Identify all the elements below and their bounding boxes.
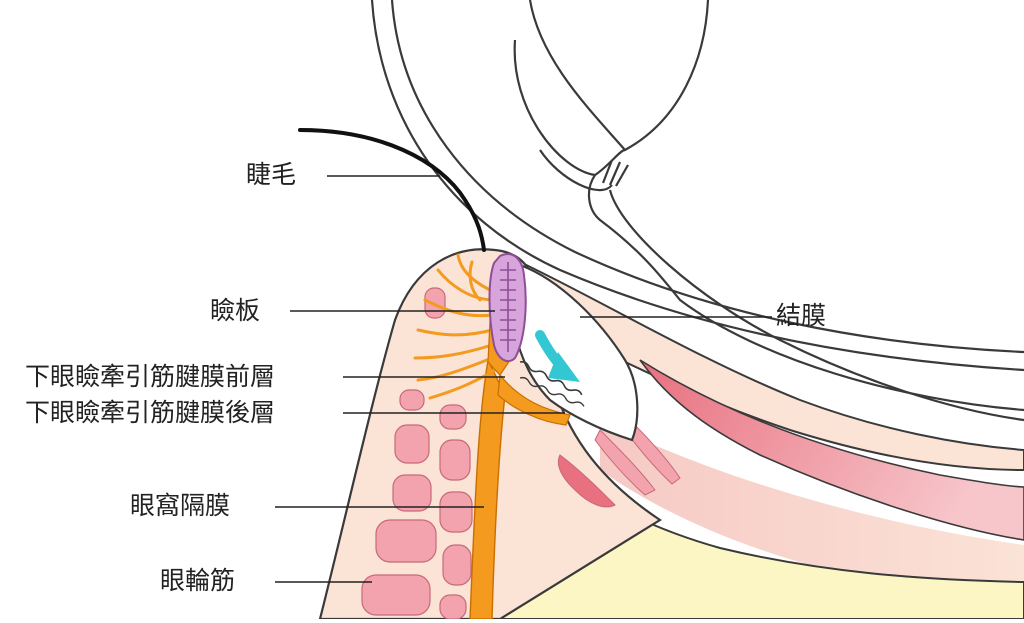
- muller-muscle-streaks: [557, 419, 681, 508]
- label-conjunctiva: 結膜: [776, 301, 827, 330]
- conjunctiva-wavy-line: [519, 361, 583, 396]
- label-orbital-septum: 眼窩隔膜: [130, 491, 231, 520]
- leader-lines: [275, 175, 772, 583]
- teal-down-right-arrow-icon: [535, 330, 580, 382]
- label-retractor-anterior: 下眼瞼牽引筋腱膜前層: [25, 362, 276, 391]
- meibomian-gland: [500, 262, 516, 352]
- retractor-anterior-fibers: [413, 253, 497, 400]
- label-eyelashes: 睫毛: [246, 160, 297, 189]
- globe-and-upper-lid: [370, 0, 1024, 422]
- label-orbicularis-oculi: 眼輪筋: [160, 566, 236, 595]
- inferior-fornix-red-band: [639, 359, 1024, 541]
- lower-globe-band: [600, 420, 1024, 600]
- conjunctiva-wavy-line-2: [519, 376, 585, 407]
- label-retractor-posterior: 下眼瞼牽引筋腱膜後層: [25, 398, 276, 427]
- orbicularis-oculi-bundles: [361, 287, 473, 620]
- eyelash: [298, 128, 486, 252]
- label-tarsal-plate: 瞼板: [210, 296, 261, 325]
